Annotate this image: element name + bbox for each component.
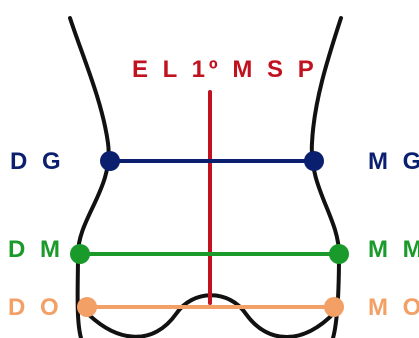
mm-point <box>329 244 349 264</box>
do-label: D O <box>8 294 63 321</box>
dg-label: D G <box>10 148 65 175</box>
dm-label: D M <box>8 236 64 263</box>
mo-point <box>324 297 344 317</box>
right-body-outline <box>309 16 343 338</box>
mm-label: M M <box>368 236 419 263</box>
dg-point <box>100 151 120 171</box>
mg-point <box>304 151 324 171</box>
mo-label: M O <box>368 294 419 321</box>
left-body-outline <box>68 16 111 338</box>
mg-label: M G <box>368 148 419 175</box>
do-point <box>77 297 97 317</box>
dm-point <box>70 244 90 264</box>
bottom-body-outline <box>82 293 337 338</box>
diagram-title: E L 1º M S P <box>132 56 318 83</box>
